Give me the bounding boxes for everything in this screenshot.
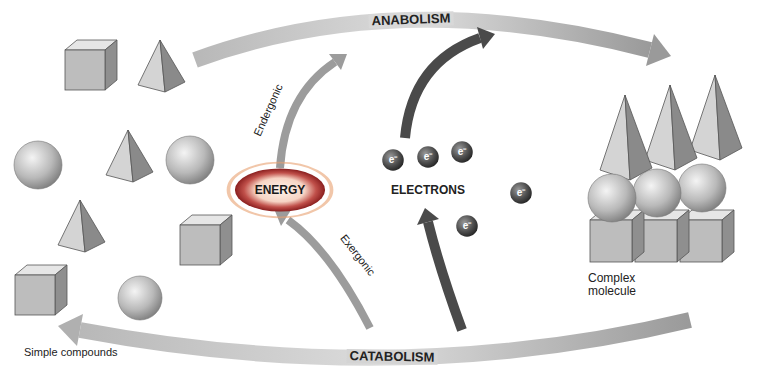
process-band-label: ANABOLISM [368,11,453,28]
cube [15,265,67,315]
arrow-label: Exergonic [338,232,378,278]
arrow-label: Endergonic [251,82,285,138]
electron-arrow [417,208,462,330]
pyramid [58,200,105,252]
energy-ellipse: ENERGY [234,168,326,212]
pyramid [690,75,742,160]
group-label: ELECTRONS [391,184,465,197]
electron-symbol: e⁻ [517,188,526,198]
cube [180,215,232,265]
electron-symbol: e⁻ [458,147,467,157]
sphere [678,164,726,212]
electron-circle: e⁻ [417,146,439,168]
electron-symbol: e⁻ [389,155,398,165]
electron-circle: e⁻ [456,215,478,237]
process-band-label: CATABOLISM [347,349,438,365]
sphere [14,141,62,189]
sphere [166,136,214,184]
electron-circle: e⁻ [382,149,404,171]
electron-circle: e⁻ [510,182,532,204]
sphere [633,169,681,217]
cube [65,40,117,90]
endergonic-arrow [280,54,347,168]
pyramid [106,130,153,182]
electron-circle: e⁻ [451,141,473,163]
sphere [118,276,162,320]
energy-label: ENERGY [255,184,306,196]
group-label: Simple compounds [24,346,118,358]
anabolism-arrow [195,20,671,66]
pyramid [645,85,697,170]
sphere [588,174,636,222]
pyramid [138,40,185,92]
exergonic-arrow [275,210,370,328]
pyramid [600,95,652,180]
electron-symbol: e⁻ [463,221,472,231]
group-label: Complex molecule [588,272,658,298]
electron-symbol: e⁻ [424,152,433,162]
electron-arrow [405,27,495,138]
